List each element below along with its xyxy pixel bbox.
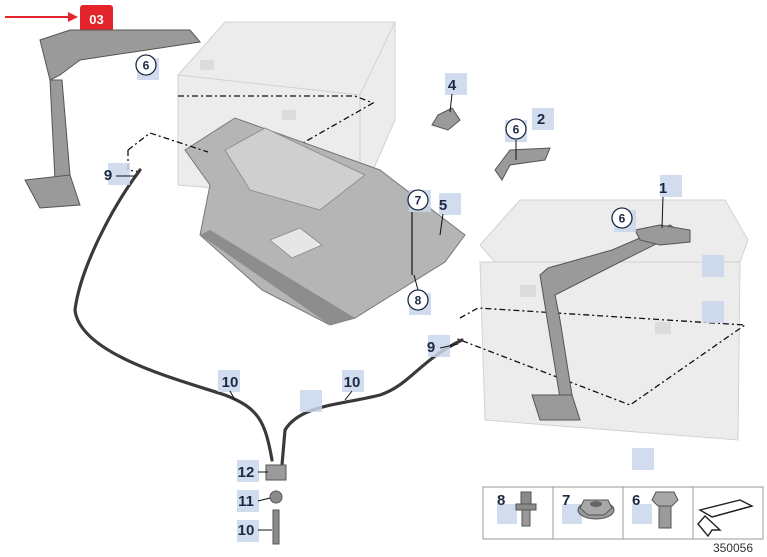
svg-text:6: 6 bbox=[632, 492, 640, 509]
callout-8[interactable]: 8 bbox=[407, 289, 429, 311]
cable-right bbox=[280, 338, 464, 467]
svg-text:6: 6 bbox=[143, 59, 150, 73]
hex-bolt-icon bbox=[651, 491, 679, 529]
svg-text:6: 6 bbox=[619, 212, 626, 226]
callout-9-left[interactable]: 9 bbox=[104, 167, 112, 184]
svg-text:8: 8 bbox=[415, 294, 422, 308]
fastener-legend: 8 7 6 bbox=[482, 486, 764, 540]
callout-10-right[interactable]: 10 bbox=[344, 374, 361, 391]
callout-12[interactable]: 12 bbox=[238, 464, 255, 481]
legend-cell-8[interactable]: 8 bbox=[497, 491, 537, 527]
svg-text:7: 7 bbox=[562, 492, 570, 509]
group-tag[interactable]: 03 bbox=[5, 5, 113, 32]
group-tag-label: 03 bbox=[89, 12, 103, 27]
callout-6-top-left[interactable]: 6 bbox=[135, 54, 157, 76]
callout-1[interactable]: 1 bbox=[659, 180, 667, 197]
callout-6-mid[interactable]: 6 bbox=[505, 118, 527, 140]
svg-text:6: 6 bbox=[513, 123, 520, 137]
callout-11[interactable]: 11 bbox=[238, 493, 254, 510]
svg-text:7: 7 bbox=[415, 194, 422, 208]
legend-cell-7[interactable]: 7 bbox=[562, 492, 615, 524]
callout-7[interactable]: 7 bbox=[407, 189, 429, 211]
flange-nut-icon bbox=[577, 499, 615, 520]
stud-bolt-icon bbox=[515, 491, 537, 527]
svg-text:8: 8 bbox=[497, 492, 505, 509]
legend-cell-arrow[interactable] bbox=[697, 499, 754, 538]
callout-2[interactable]: 2 bbox=[537, 111, 545, 128]
wedge-arrow-icon bbox=[697, 499, 754, 538]
callout-10-left[interactable]: 10 bbox=[222, 374, 239, 391]
callout-6-right[interactable]: 6 bbox=[611, 207, 633, 229]
hold-down-bracket-left bbox=[24, 29, 201, 209]
bracket-part-2 bbox=[494, 147, 551, 181]
callout-4[interactable]: 4 bbox=[448, 77, 457, 94]
callout-10-bottom[interactable]: 10 bbox=[238, 522, 255, 539]
clip-part-4 bbox=[431, 107, 461, 131]
cable-left bbox=[73, 168, 274, 462]
hold-down-bracket-right bbox=[531, 224, 691, 421]
callout-5[interactable]: 5 bbox=[439, 197, 447, 214]
callout-9-right[interactable]: 9 bbox=[427, 339, 435, 356]
drawing-number: 350056 bbox=[713, 541, 753, 555]
battery-tray bbox=[184, 117, 466, 326]
ground-stud-stack bbox=[265, 464, 287, 545]
legend-cell-6[interactable]: 6 bbox=[632, 491, 679, 529]
